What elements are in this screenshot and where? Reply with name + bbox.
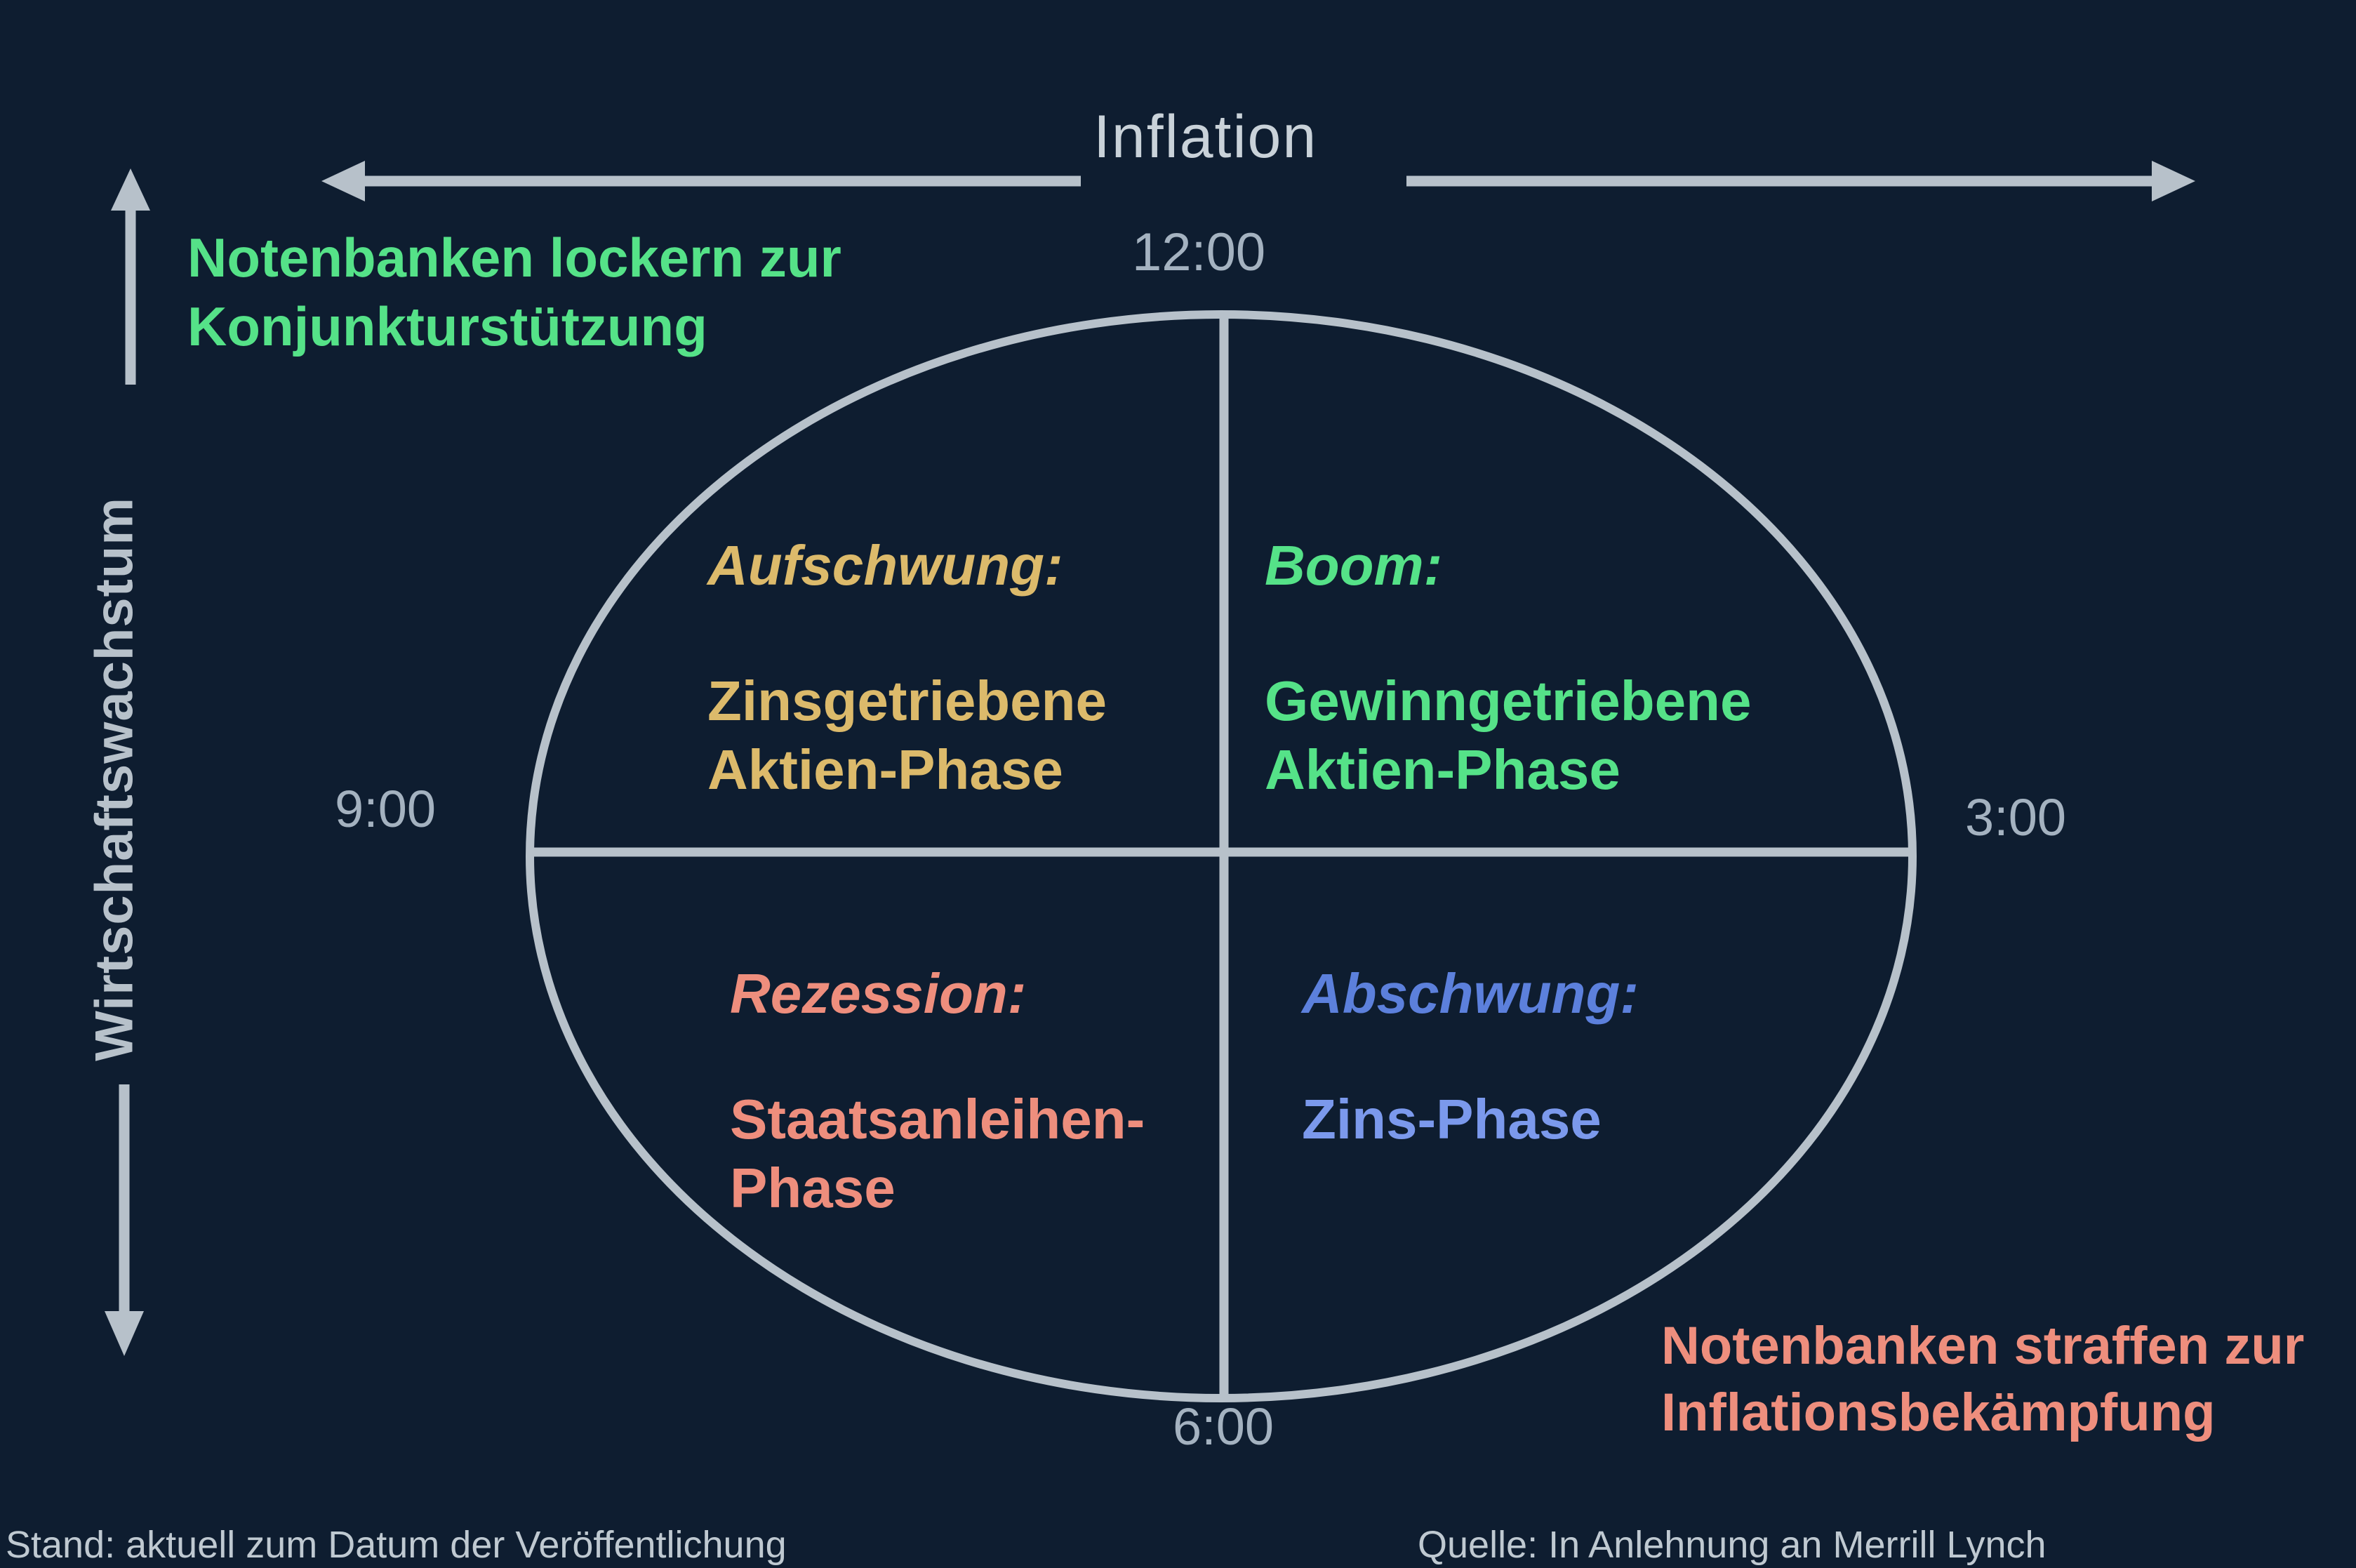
easing-annotation-line2: Konjunkturstützung (187, 295, 707, 357)
quadrant-downswing-text: Zins-Phase (1302, 1088, 1602, 1150)
quadrant-upswing-text: Zinsgetriebene Aktien-Phase (707, 667, 1107, 804)
footer-source-note: Quelle: In Anlehnung an Merrill Lynch (1418, 1524, 2046, 1566)
easing-annotation-line1: Notenbanken lockern zur (187, 227, 841, 288)
quadrant-downswing-heading: Abschwung: (1302, 962, 1639, 1025)
tightening-annotation-line1: Notenbanken straffen zur (1661, 1316, 2305, 1376)
quadrant-upswing-text-line2: Aktien-Phase (707, 738, 1063, 801)
tightening-annotation-line2: Inflationsbekämpfung (1661, 1383, 2216, 1442)
growth-axis-label: Wirtschaftswachstum (84, 497, 145, 1061)
quadrant-recession-heading: Rezession: (730, 962, 1027, 1025)
clock-time-9: 9:00 (335, 780, 437, 838)
inflation-axis-label: Inflation (1093, 103, 1318, 171)
clock-time-6: 6:00 (1173, 1397, 1274, 1456)
tightening-annotation: Notenbanken straffen zur Inflationsbekäm… (1661, 1313, 2304, 1446)
inflation-arrow-right-head-icon (2152, 161, 2195, 201)
quadrant-boom-heading: Boom: (1265, 534, 1443, 597)
clock-time-3: 3:00 (1965, 788, 2067, 846)
quadrant-recession-text-line2: Phase (730, 1157, 896, 1219)
quadrant-boom-text: Gewinngetriebene Aktien-Phase (1265, 667, 1751, 804)
quadrant-recession-text: Staatsanleihen- Phase (730, 1085, 1145, 1223)
growth-arrow-up-head-icon (111, 168, 150, 211)
footer-status-note: Stand: aktuell zum Datum der Veröffentli… (6, 1524, 787, 1566)
quadrant-boom-text-line1: Gewinngetriebene (1265, 670, 1752, 732)
growth-arrow-down-head-icon (105, 1311, 144, 1356)
quadrant-recession-text-line1: Staatsanleihen- (730, 1088, 1145, 1150)
quadrant-upswing-heading: Aufschwung: (707, 534, 1063, 597)
axis-strokes (119, 175, 2153, 1402)
clock-time-12: 12:00 (1132, 222, 1266, 282)
quadrant-boom-text-line2: Aktien-Phase (1265, 738, 1620, 801)
easing-annotation: Notenbanken lockern zur Konjunkturstützu… (187, 223, 841, 361)
quadrant-upswing-text-line1: Zinsgetriebene (707, 670, 1107, 732)
axis-arrowheads (105, 161, 2195, 1356)
inflation-arrow-left-head-icon (321, 161, 365, 201)
